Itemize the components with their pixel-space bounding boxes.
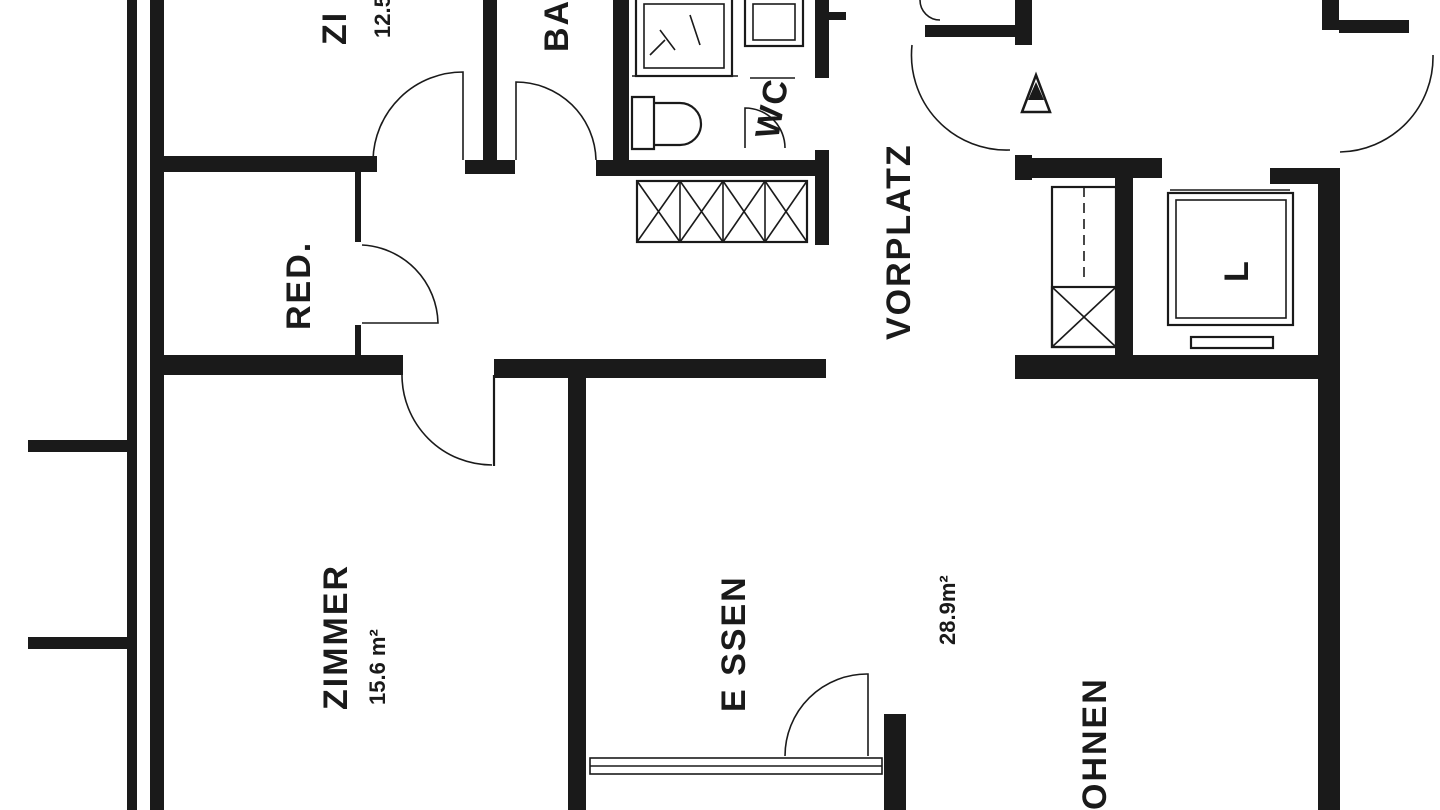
label-vorplatz: VORPLATZ: [880, 143, 918, 340]
area-zimmer-top: 12.5: [370, 0, 395, 38]
label-zimmer: ZIMMER: [317, 564, 355, 710]
label-lift: L: [1218, 259, 1256, 282]
top-room-walls: [160, 0, 597, 174]
label-reduit: RED.: [280, 241, 318, 330]
bathroom-block: [596, 0, 846, 245]
stair-lift-core: [910, 0, 1434, 810]
label-essen: E SSEN: [715, 575, 753, 712]
area-wohnen: 28.9m²: [935, 575, 960, 645]
room-labels: ZI 12.5 BA WC VORPLATZ RED. L ZIMMER 15.…: [280, 0, 1256, 810]
balcony-stubs: [28, 440, 130, 649]
essen-balcony-door: [589, 673, 906, 810]
label-wohnen: OHNEN: [1076, 677, 1114, 810]
area-zimmer: 15.6 m²: [365, 629, 390, 705]
exterior-left-wall: [127, 0, 164, 810]
reduit-walls: [160, 172, 439, 375]
zimmer-door: [401, 359, 826, 810]
label-zimmer-top: ZI: [316, 11, 354, 45]
label-bad: BA: [538, 0, 576, 52]
label-wc: WC: [748, 75, 796, 141]
